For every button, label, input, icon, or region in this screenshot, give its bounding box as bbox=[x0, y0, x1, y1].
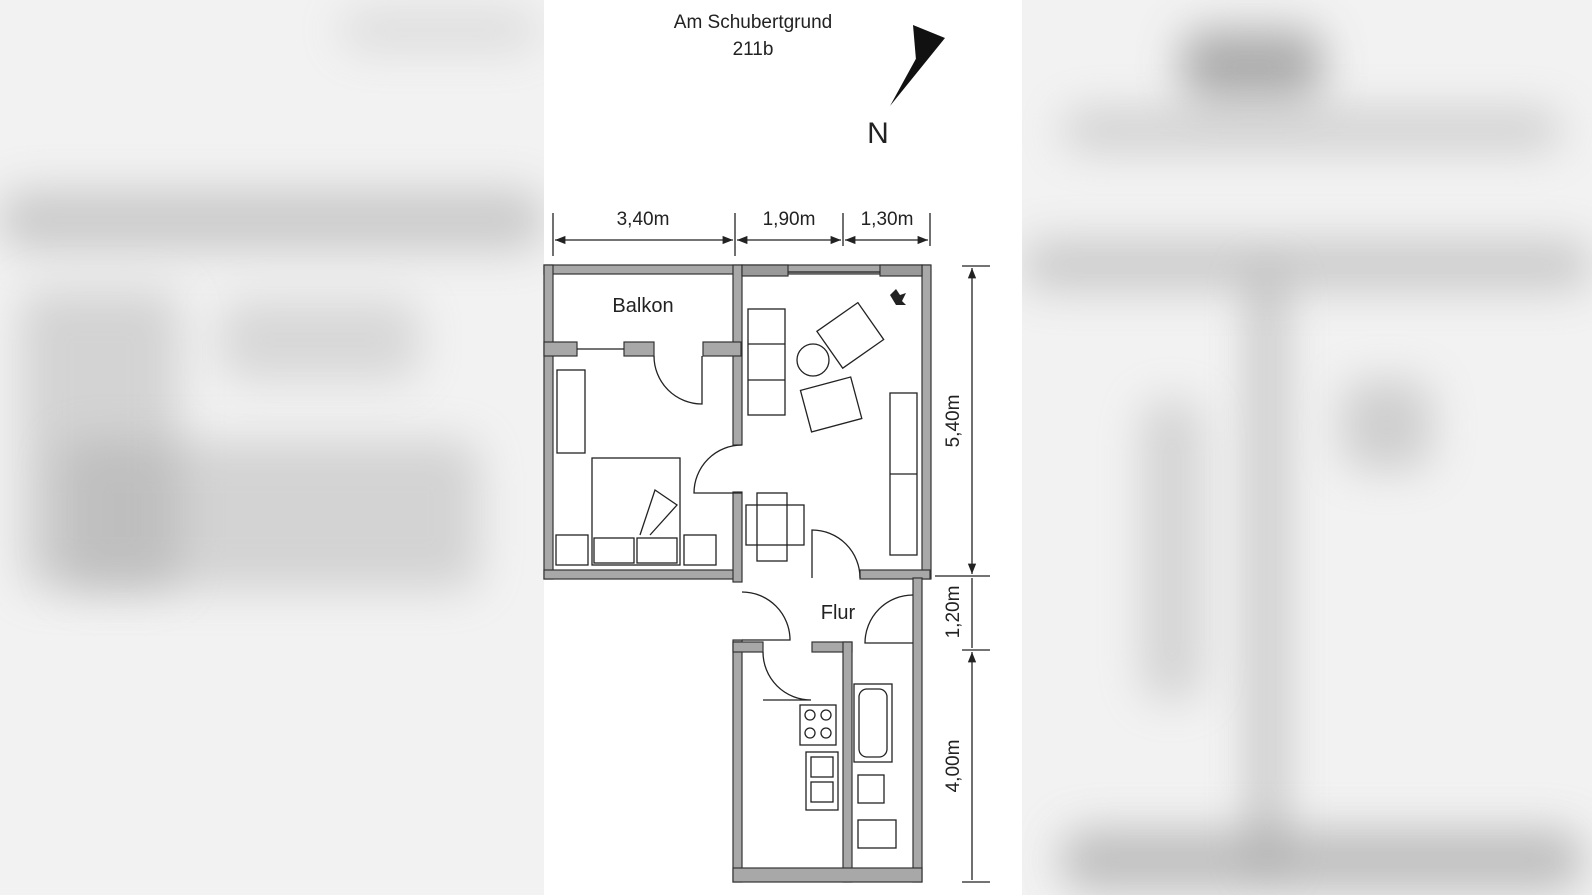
top-dimension-lines bbox=[552, 213, 931, 256]
stove bbox=[799, 704, 837, 746]
armchair bbox=[799, 376, 863, 433]
bedroom-wardrobe bbox=[556, 369, 586, 454]
walls bbox=[543, 264, 932, 883]
toilet bbox=[857, 819, 897, 849]
blurred-background-left bbox=[0, 0, 544, 895]
washbasin bbox=[857, 774, 885, 804]
room-label-balcony: Balkon bbox=[612, 295, 673, 317]
dimension-width-2: 1,90m bbox=[763, 209, 816, 230]
windows-doors bbox=[577, 271, 914, 701]
north-label: N bbox=[867, 117, 889, 150]
dimension-depth-2: 1,20m bbox=[943, 586, 964, 639]
dimension-width-1: 3,40m bbox=[617, 209, 670, 230]
room-label-hall: Flur bbox=[821, 602, 856, 624]
armchair bbox=[815, 301, 885, 370]
plant-icon bbox=[890, 289, 906, 305]
address-number: 211b bbox=[733, 39, 774, 60]
right-dimension-lines bbox=[935, 265, 990, 883]
bed bbox=[591, 457, 681, 566]
bathtub bbox=[853, 683, 893, 763]
floor-plan-panel bbox=[544, 0, 1022, 895]
sink bbox=[805, 751, 839, 811]
dimension-width-3: 1,30m bbox=[861, 209, 914, 230]
furniture bbox=[555, 301, 918, 849]
coffee-table bbox=[796, 343, 830, 377]
blurred-background-right bbox=[1022, 0, 1592, 895]
sofa bbox=[747, 308, 786, 416]
address-street: Am Schubertgrund bbox=[674, 12, 832, 33]
desk-chair bbox=[756, 492, 788, 562]
dimension-depth-1: 5,40m bbox=[943, 395, 964, 448]
dimension-depth-3: 4,00m bbox=[943, 740, 964, 793]
north-arrow-icon bbox=[890, 25, 945, 106]
